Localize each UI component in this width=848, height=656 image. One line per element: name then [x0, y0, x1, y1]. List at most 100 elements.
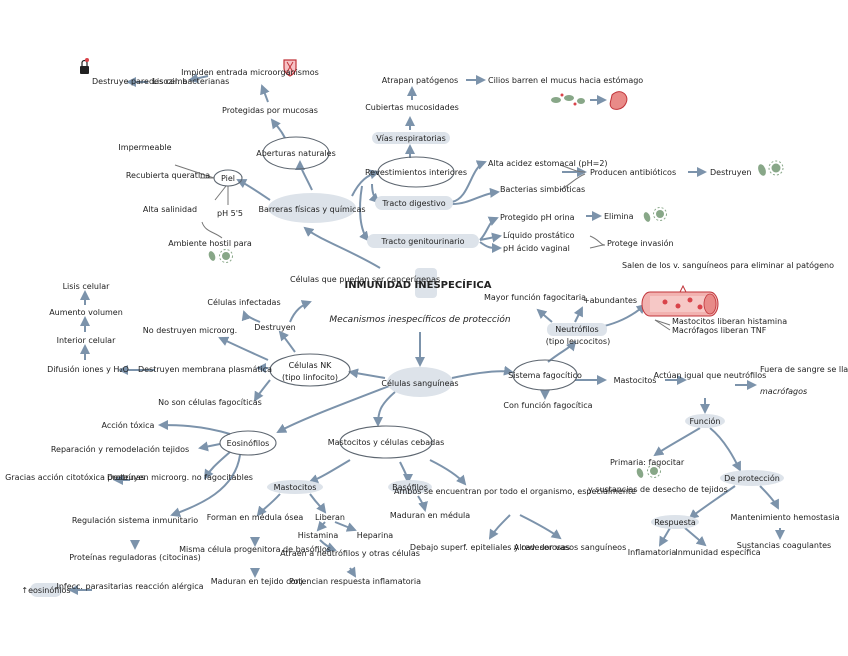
subtitle-line: Mecanismos inespecíficos de protección	[329, 314, 510, 325]
fuera-label: Fuera de sangre se llaman	[760, 365, 848, 374]
lisozima-label: Lisozima	[153, 77, 188, 86]
arrow-destruyen-cancer	[289, 300, 312, 323]
stomach-icon	[609, 91, 628, 110]
nk-destruyen-label: Destruyen	[254, 323, 295, 332]
aperturas-label: Aberturas naturales	[256, 149, 336, 158]
cancerigenas-label: Células que puedan ser cancerígenas	[290, 274, 440, 284]
protegidas-label: Protegidas por mucosas	[222, 106, 318, 115]
arrow-prot-respuesta	[688, 485, 736, 520]
node-cebadas	[339, 425, 433, 459]
liquido-label: Líquido prostático	[503, 231, 575, 240]
reparacion-label: Reparación y remodelación tejidos	[51, 444, 189, 454]
nomicro-label: No destruyen microorg.	[143, 326, 237, 335]
primaria-label: Primaria: fagocitar	[610, 458, 685, 467]
arrow-ambos-alrededor	[519, 514, 562, 540]
arrow-prot-manten	[759, 485, 779, 510]
cebadas-label: Mastocitos y células cebadas	[328, 437, 445, 447]
eosin-destruyen-label: Destruyen microorg. no fagocitables	[107, 473, 253, 482]
arrow-eosin-reparacion	[198, 441, 221, 452]
impermeable-label: Impermeable	[118, 143, 171, 152]
arrow-genito-orina	[479, 216, 499, 241]
arrow-funcion-primaria	[653, 427, 701, 457]
nofago-label: No son células fagocíticas	[158, 397, 262, 407]
abundantes-label: +abundantes	[583, 296, 637, 305]
arrow-center-barriers	[303, 226, 381, 269]
destruyen-label: Destruyen	[710, 168, 751, 177]
arrow-lib-hep	[334, 521, 357, 532]
node-aperturas	[262, 136, 330, 170]
vias-label: Vías respiratorias	[376, 134, 446, 143]
arrow-nk-nomicro	[218, 336, 269, 361]
arrow-resp-espec	[684, 527, 707, 547]
respuesta-label: Respuesta	[654, 518, 696, 527]
recubierta-label: Recubierta queratina	[126, 171, 210, 180]
arrow-aperturas-proteg	[270, 118, 286, 139]
hl-neutrofilos	[547, 323, 607, 336]
funcion-label: Función	[690, 416, 721, 426]
basofilos-label: Basófilos	[392, 482, 428, 492]
hl-basofilos	[388, 480, 432, 494]
hl-title	[415, 268, 437, 298]
arrow-barriers-aperturas	[295, 160, 313, 191]
sanguineas-label: Células sanguíneas	[381, 378, 458, 388]
debajo-label: Debajo superf. epiteliales y cav. serosa…	[410, 543, 570, 552]
node-shapes	[30, 132, 784, 597]
arrow-genito-liquido	[479, 232, 502, 243]
misma-label: Misma célula progenitora de basófilos	[179, 544, 331, 554]
gracias-label: Gracias acción citotóxica proteínas	[5, 472, 145, 482]
virus-icon-3	[208, 249, 233, 263]
alrededor-label: Alrededor vasos sanguíneos	[514, 543, 627, 552]
arrow-atraen-potencian	[346, 566, 357, 578]
sustancias-label: Sustancias coagulantes	[737, 541, 831, 550]
neutrofilos-sub-label: (tipo leucocitos)	[546, 337, 610, 346]
node-sanguineas	[387, 367, 453, 397]
arrow-barriers-revest	[351, 169, 380, 197]
liberan-label: Liberan	[315, 513, 345, 522]
accion-label: Acción tóxica	[102, 420, 155, 430]
arrow-revest-genito	[359, 185, 370, 242]
arrow-neutro-abund	[573, 306, 583, 323]
arrow-neutro-mayor	[536, 308, 553, 323]
arrow-nk-destruyen	[278, 330, 296, 353]
mastocitos-liberan-label: Mastocitos liberan histamina	[672, 317, 787, 326]
arrow-nk-nofago	[253, 379, 271, 402]
mastocitos-r-label: Mastocitos	[614, 376, 657, 385]
arrow-cebadas-mastoc	[308, 459, 351, 484]
proteccion-label: De protección	[724, 473, 780, 483]
atraen-label: Atraen a neutrófilos y otras células	[280, 548, 420, 558]
inflamatoria-label: Inflamatoria	[628, 548, 677, 557]
node-nk	[269, 353, 351, 387]
arrow-digest-acidez	[451, 160, 487, 203]
arrow-blood-cebadas	[373, 391, 396, 427]
ambiente-label: Ambiente hostil para	[168, 239, 252, 248]
cilios-label: Cilios barren el mucus hacia estómago	[488, 75, 643, 85]
arrow-basof-maduran	[417, 495, 428, 512]
node-barreras	[268, 193, 356, 223]
fagocitico-label: Sistema fagocítico	[508, 371, 582, 380]
ph-label: pH 5'5	[217, 209, 243, 218]
confuncion-label: Con función fagocítica	[503, 400, 592, 410]
lisis-label: Lisis celular	[63, 282, 111, 291]
piel-label: Piel	[221, 174, 235, 183]
salinidad-label: Alta salinidad	[143, 205, 197, 214]
arrow-eosin-regulacion	[170, 454, 241, 518]
arrow-proteg-impiden	[260, 84, 270, 103]
hl-vias	[372, 132, 450, 144]
maduran-medula-label: Maduran en médula	[390, 510, 470, 520]
atrapan-label: Atrapan patógenos	[382, 75, 458, 85]
elimina-label: Elimina	[604, 212, 634, 221]
blood-vessel-icon	[641, 284, 719, 317]
vaginal-label: pH ácido vaginal	[503, 244, 570, 253]
proteinas-label: Proteínas reguladoras (citocinas)	[69, 553, 201, 562]
regulacion-label: Regulación sistema inmunitario	[72, 515, 198, 525]
histamina-label: Histamina	[298, 531, 339, 540]
arrow-blood-eosin	[276, 384, 393, 433]
hl-digestivo	[375, 196, 453, 210]
destruye-label: Destruye paredes cel. bacterianas	[92, 77, 229, 86]
genito-label: Tracto genitourinario	[380, 237, 464, 246]
arrow-eosin-destruyen	[203, 451, 231, 480]
arrow-lib-hist	[316, 520, 328, 532]
cubiertas-label: Cubiertas mucosidades	[365, 103, 459, 112]
difusion-label: Difusión iones y H₂O	[47, 364, 129, 374]
